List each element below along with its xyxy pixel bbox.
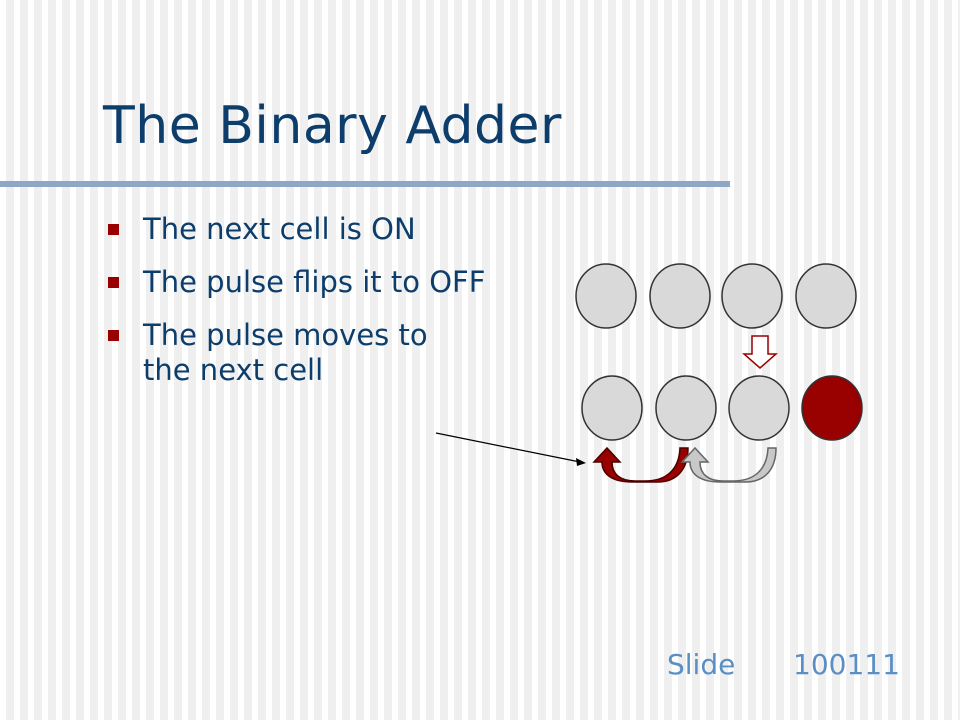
top-cell	[721, 263, 783, 329]
callout-arrowhead-icon	[576, 458, 586, 466]
square-bullet-icon	[108, 330, 119, 341]
top-cell	[795, 263, 857, 329]
top-cell	[575, 263, 637, 329]
bullet-text: The pulse moves to the next cell	[143, 318, 428, 387]
bullet-item: The next cell is ON	[108, 212, 523, 247]
bullet-list: The next cell is ON The pulse flips it t…	[108, 212, 523, 406]
bottom-cell	[655, 375, 717, 441]
bottom-cell	[728, 375, 790, 441]
footer-slide-label: Slide	[667, 648, 736, 681]
square-bullet-icon	[108, 277, 119, 288]
top-cell-row	[575, 263, 857, 329]
bullet-item: The pulse moves to the next cell	[108, 318, 523, 388]
callout-line	[435, 432, 581, 463]
carry-arrow-active-icon	[592, 446, 689, 483]
square-bullet-icon	[108, 224, 119, 235]
top-cell	[649, 263, 711, 329]
footer-slide-number: 100111	[793, 648, 900, 681]
bullet-item: The pulse flips it to OFF	[108, 265, 523, 300]
bottom-cell	[581, 375, 643, 441]
bullet-text: The next cell is ON	[143, 212, 416, 246]
bullet-text: The pulse flips it to OFF	[143, 265, 486, 299]
slide-title: The Binary Adder	[103, 96, 562, 156]
down-arrow-icon	[742, 335, 778, 369]
bottom-cell-row	[581, 375, 863, 441]
bottom-cell	[801, 375, 863, 441]
carry-arrow-inactive-icon	[680, 446, 777, 483]
title-divider	[0, 181, 730, 187]
